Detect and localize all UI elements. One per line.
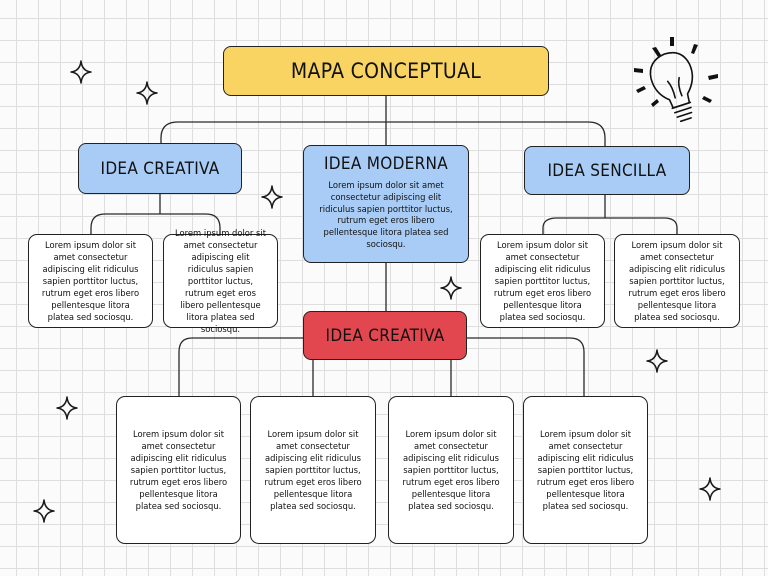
sparkle-star-icon [699, 477, 721, 501]
sparkle-star-icon [261, 185, 283, 209]
sparkle-star-icon [136, 81, 158, 105]
idea-moderna-text: Lorem ipsum dolor sit amet consectetur a… [319, 180, 453, 249]
concept-map-title: MAPA CONCEPTUAL [223, 46, 549, 96]
text-card-body: Lorem ipsum dolor sit amet consectetur a… [402, 429, 500, 511]
idea-sencilla-node: IDEA SENCILLA [524, 146, 690, 195]
text-card-body: Lorem ipsum dolor sit amet consectetur a… [264, 429, 362, 511]
text-card-body: Lorem ipsum dolor sit amet consectetur a… [536, 429, 635, 511]
sparkle-star-icon [646, 349, 668, 373]
text-card-body: Lorem ipsum dolor sit amet consectetur a… [175, 228, 266, 334]
text-card: Lorem ipsum dolor sit amet consectetur a… [163, 228, 278, 334]
idea-sencilla-label: IDEA SENCILLA [547, 160, 667, 181]
text-card: Lorem ipsum dolor sit amet consectetur a… [250, 396, 376, 544]
sparkle-star-icon [56, 396, 78, 420]
text-card: Lorem ipsum dolor sit amet consectetur a… [480, 234, 605, 328]
sparkle-star-icon [440, 276, 462, 300]
idea-creativa-secondary-label: IDEA CREATIVA [325, 325, 445, 346]
text-card: Lorem ipsum dolor sit amet consectetur a… [523, 396, 648, 544]
title-text: MAPA CONCEPTUAL [290, 59, 482, 83]
text-card: Lorem ipsum dolor sit amet consectetur a… [614, 234, 740, 328]
idea-creativa-node: IDEA CREATIVA [78, 143, 242, 194]
text-card-body: Lorem ipsum dolor sit amet consectetur a… [628, 240, 726, 322]
text-card: Lorem ipsum dolor sit amet consectetur a… [388, 396, 514, 544]
text-card: Lorem ipsum dolor sit amet consectetur a… [116, 396, 241, 544]
idea-creativa-label: IDEA CREATIVA [100, 158, 220, 179]
idea-moderna-node: IDEA MODERNA Lorem ipsum dolor sit amet … [303, 145, 469, 263]
text-card: Lorem ipsum dolor sit amet consectetur a… [28, 234, 153, 328]
text-card-body: Lorem ipsum dolor sit amet consectetur a… [493, 240, 592, 322]
text-card-body: Lorem ipsum dolor sit amet consectetur a… [129, 429, 228, 511]
sparkle-star-icon [70, 60, 92, 84]
idea-moderna-label: IDEA MODERNA [323, 154, 449, 174]
text-card-body: Lorem ipsum dolor sit amet consectetur a… [41, 240, 140, 322]
sparkle-star-icon [33, 499, 55, 523]
idea-creativa-secondary-node: IDEA CREATIVA [303, 311, 467, 360]
